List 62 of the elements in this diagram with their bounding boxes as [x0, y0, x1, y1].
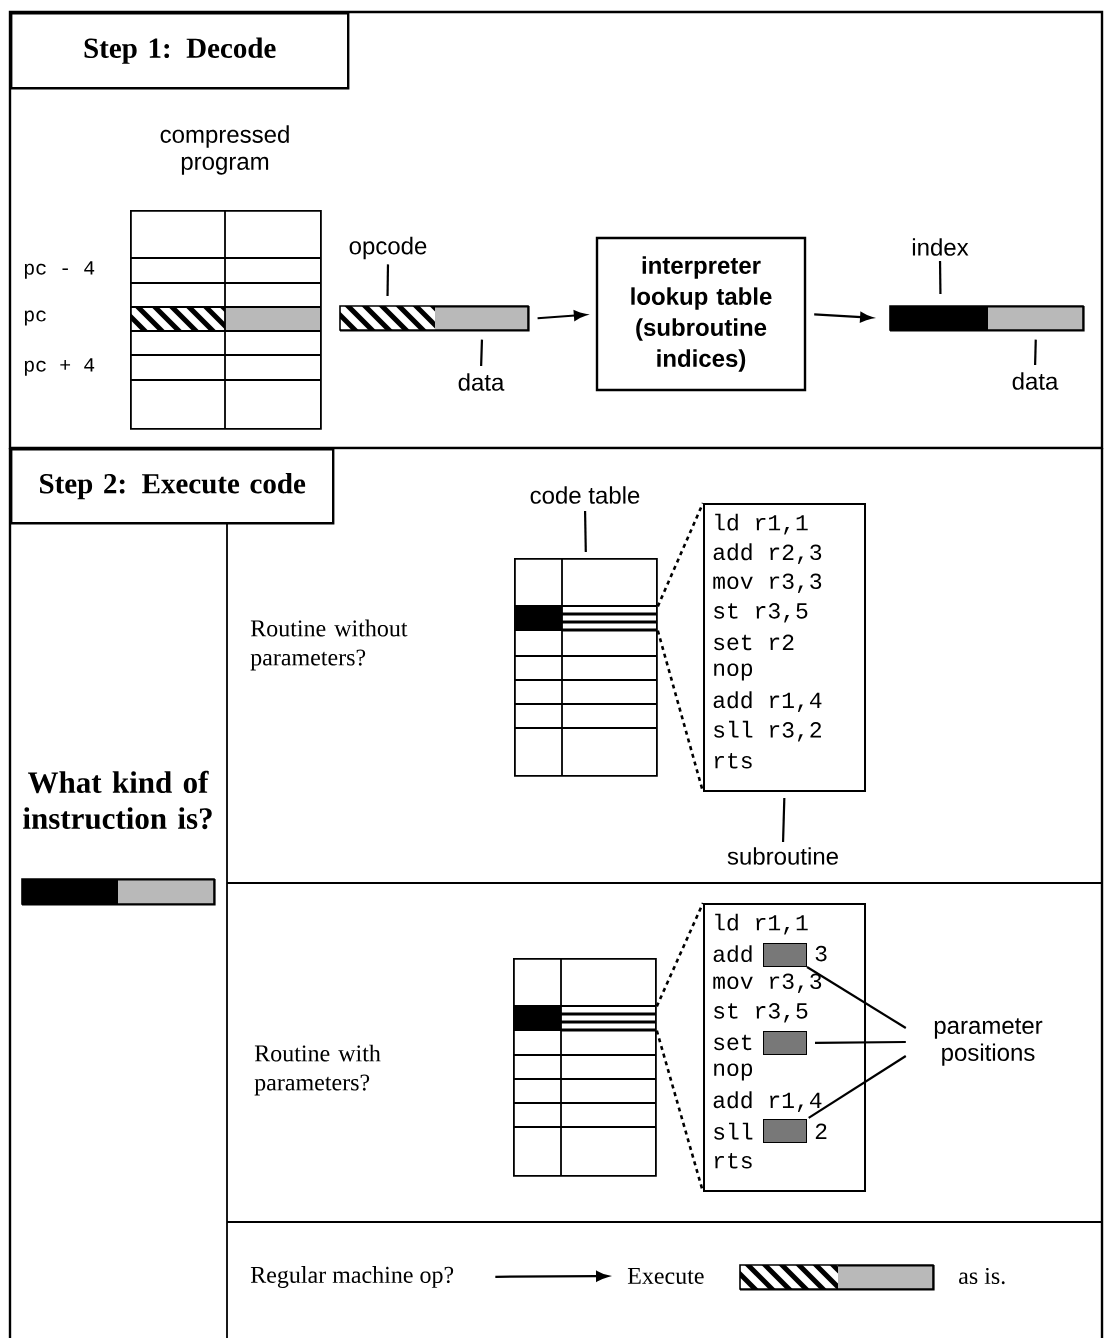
- arrow: [814, 311, 873, 323]
- code-line: ld r1,1: [715, 913, 808, 935]
- field-label: index: [912, 238, 969, 256]
- parameter-slot: [763, 1119, 807, 1143]
- zoom-line: [656, 502, 705, 607]
- code-line: ld r1,1: [715, 513, 808, 535]
- table-title: compressed program: [160, 125, 289, 175]
- question-text: What kind of instruction is?: [23, 770, 212, 830]
- instruction-bar: [739, 1264, 935, 1291]
- parameter-slot: [763, 943, 807, 967]
- leader-line: [480, 339, 484, 367]
- zoom-line: [655, 902, 705, 1007]
- instruction-bar: [889, 305, 1085, 332]
- lookup-table-box: interpreter lookup table (subroutine indices): [595, 236, 807, 392]
- code-line: add r1,4: [713, 691, 822, 712]
- code-line: nop: [714, 1063, 753, 1081]
- field-label: opcode: [349, 236, 427, 260]
- code-line: mov r3,3: [713, 973, 822, 993]
- code-line: add: [713, 945, 752, 963]
- code-line: rts: [714, 753, 752, 769]
- question-text: Regular machine op?: [250, 1266, 454, 1288]
- leader-line: [806, 966, 907, 1029]
- code-line: sll: [714, 1122, 753, 1140]
- code-line: mov r3,3: [713, 573, 822, 593]
- code-line: st r3,5: [714, 603, 808, 623]
- question-text: Routine without parameters?: [250, 619, 408, 671]
- leader-line: [386, 264, 390, 297]
- code-line: 2: [815, 1123, 827, 1139]
- leader-line: [938, 261, 942, 295]
- field-label: data: [458, 373, 505, 391]
- code-line: sll r3,2: [714, 720, 821, 742]
- address-label: pc: [24, 310, 46, 326]
- instruction-bar: [339, 305, 530, 332]
- code-line: add r2,3: [713, 543, 822, 564]
- code-label: subroutine: [727, 847, 838, 865]
- field-label: data: [1012, 372, 1059, 390]
- code-line: add r1,4: [713, 1091, 822, 1112]
- leader-line: [815, 1040, 906, 1045]
- code-line: rts: [714, 1153, 752, 1169]
- code-table: [513, 557, 658, 777]
- code-line: set: [714, 1034, 752, 1051]
- code-table: [512, 957, 657, 1177]
- action-text: as is.: [959, 1267, 1005, 1285]
- action-text: Execute: [627, 1268, 704, 1284]
- code-line: nop: [714, 663, 753, 681]
- address-label: pc - 4: [24, 261, 95, 279]
- code-line: 3: [815, 945, 827, 962]
- step-heading: Step 2: Execute code: [10, 448, 335, 525]
- code-line: st r3,5: [714, 1003, 808, 1023]
- callout-text: parameter positions: [934, 1018, 1043, 1066]
- arrow: [495, 1271, 609, 1282]
- code-line: set r2: [714, 634, 794, 651]
- leader-line: [808, 1055, 907, 1119]
- table-label: code table: [530, 486, 640, 504]
- address-label: pc + 4: [24, 358, 95, 376]
- leader-line: [781, 797, 786, 843]
- leader-line: [1034, 339, 1037, 365]
- instruction-bar: [21, 878, 216, 906]
- parameter-slot: [763, 1031, 807, 1055]
- step-heading: Step 1: Decode: [10, 12, 350, 90]
- leader-line: [583, 511, 587, 553]
- question-text: Routine with parameters?: [254, 1044, 381, 1096]
